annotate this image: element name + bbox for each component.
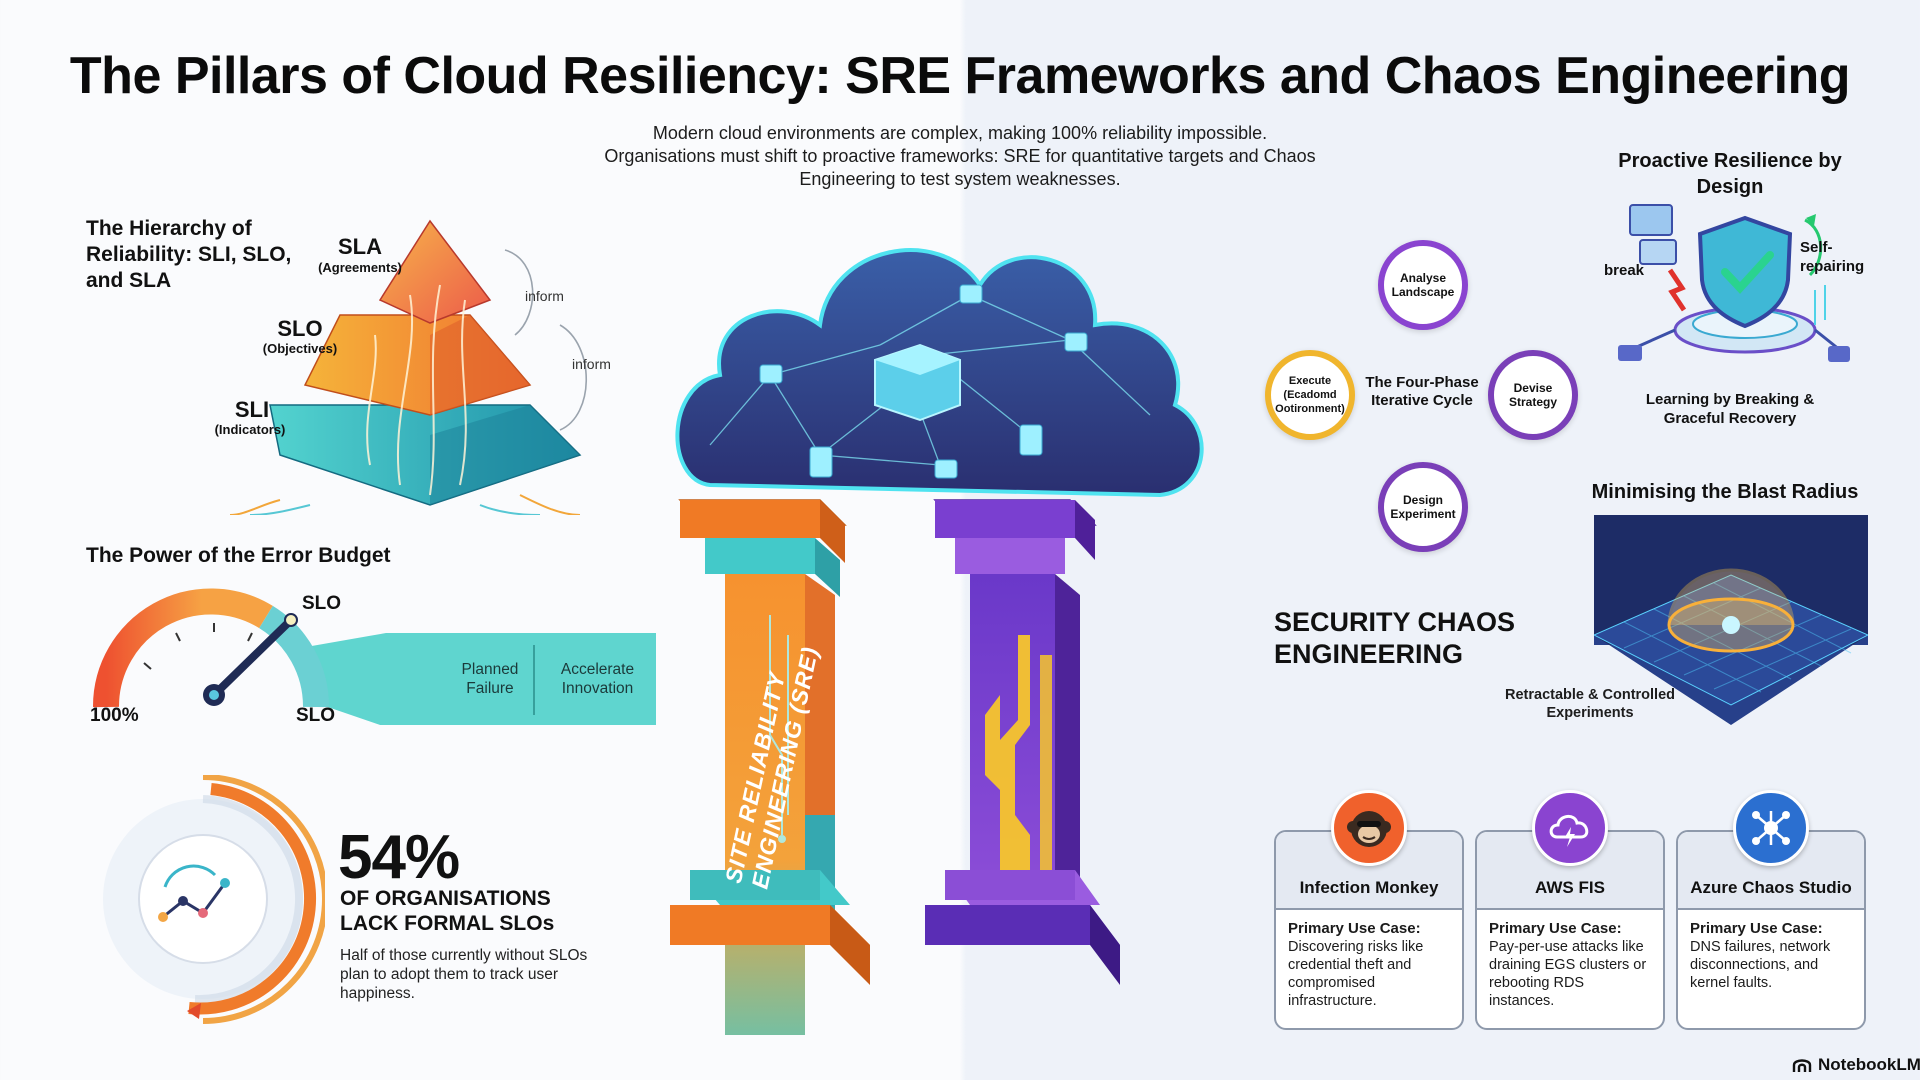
reliability-pyramid — [230, 219, 587, 515]
cloud-bolt-icon — [1532, 790, 1608, 866]
error-budget-heading: The Power of the Error Budget — [86, 544, 391, 567]
intro-text: Modern cloud environments are complex, m… — [604, 123, 1316, 189]
error-budget-gauge — [92, 588, 656, 725]
accelerate-innovation-label: Accelerate Innovation — [560, 661, 635, 697]
stat-value: 54% — [338, 823, 460, 892]
tool-desc: DNS failures, network disconnections, an… — [1690, 939, 1831, 991]
tool-label: Primary Use Case: — [1690, 920, 1823, 937]
proactive-caption: Learning by Breaking & Graceful Recovery — [1645, 391, 1815, 427]
break-label: break — [1604, 262, 1645, 279]
proactive-heading: Proactive Resilience by Design — [1618, 150, 1842, 198]
self-repairing-label: Self-repairing — [1800, 239, 1865, 275]
blast-heading: Minimising the Blast Radius — [1591, 481, 1859, 503]
monkey-icon — [1331, 790, 1407, 866]
tool-card-infection-monkey: Infection Monkey Primary Use Case: Disco… — [1274, 830, 1464, 1030]
stat-note: Half of those currently without SLOs pla… — [340, 947, 588, 1002]
inform-label-bottom: inform — [572, 356, 611, 372]
blast-radius-illustration — [1594, 515, 1868, 725]
stat-headline: OF ORGANISATIONS LACK FORMAL SLOs — [340, 887, 555, 935]
inform-label-top: inform — [525, 288, 564, 304]
hierarchy-heading: The Hierarchy of Reliability: SLI, SLO, … — [86, 217, 292, 292]
spacer — [680, 1045, 681, 1046]
network-hub-icon — [1733, 790, 1809, 866]
phase-design-circle: Design Experiment — [1378, 462, 1468, 552]
tool-body: Primary Use Case: Discovering risks like… — [1276, 910, 1462, 1020]
phase-execute-circle: Execute (Ecadomd Ootironment) — [1265, 350, 1355, 440]
security-chaos-heading: SECURITY CHAOS ENGINEERING — [1274, 607, 1516, 669]
notebooklm-logo-icon — [1792, 1059, 1812, 1072]
planned-failure-label: Planned Failure — [461, 661, 519, 697]
phase-analyse-circle: Analyse Landscape — [1378, 240, 1468, 330]
sla-label: SLA — [338, 234, 382, 259]
sla-sub: (Agreements) — [318, 260, 402, 275]
tool-desc: Discovering risks like credential theft … — [1288, 939, 1424, 1009]
self-repair-illustration — [1618, 204, 1850, 362]
sli-label: SLI — [234, 397, 270, 422]
tool-label: Primary Use Case: — [1489, 920, 1622, 937]
blast-caption: Retractable & Controlled Experiments — [1505, 687, 1675, 721]
tool-desc: Pay-per-use attacks like draining EGS cl… — [1489, 939, 1647, 1009]
phase-devise-circle: Devise Strategy — [1488, 350, 1578, 440]
slo-adoption-dial — [103, 775, 325, 1024]
tool-card-aws-fis: AWS FIS Primary Use Case: Pay-per-use at… — [1475, 830, 1665, 1030]
tool-card-azure-chaos-studio: Azure Chaos Studio Primary Use Case: DNS… — [1676, 830, 1866, 1030]
tool-label: Primary Use Case: — [1288, 920, 1421, 937]
cloud-pillars-illustration — [670, 248, 1204, 1035]
brand-badge: NotebookLM — [1792, 1055, 1920, 1075]
cycle-center-label: The Four-Phase Iterative Cycle — [1365, 374, 1479, 409]
gauge-100-label: 100% — [90, 705, 139, 726]
brand-label: NotebookLM — [1818, 1055, 1920, 1074]
gauge-slo-bottom: SLO — [296, 705, 336, 726]
tool-body: Primary Use Case: Pay-per-use attacks li… — [1477, 910, 1663, 1020]
tool-body: Primary Use Case: DNS failures, network … — [1678, 910, 1864, 1002]
sli-sub: (Indicators) — [214, 422, 286, 437]
slo-label: SLO — [277, 316, 323, 341]
tool-name: Azure Chaos Studio — [1678, 832, 1864, 910]
page-title: The Pillars of Cloud Resiliency: SRE Fra… — [69, 47, 1851, 105]
slo-sub: (Objectives) — [262, 341, 338, 356]
gauge-slo-top: SLO — [302, 593, 342, 614]
